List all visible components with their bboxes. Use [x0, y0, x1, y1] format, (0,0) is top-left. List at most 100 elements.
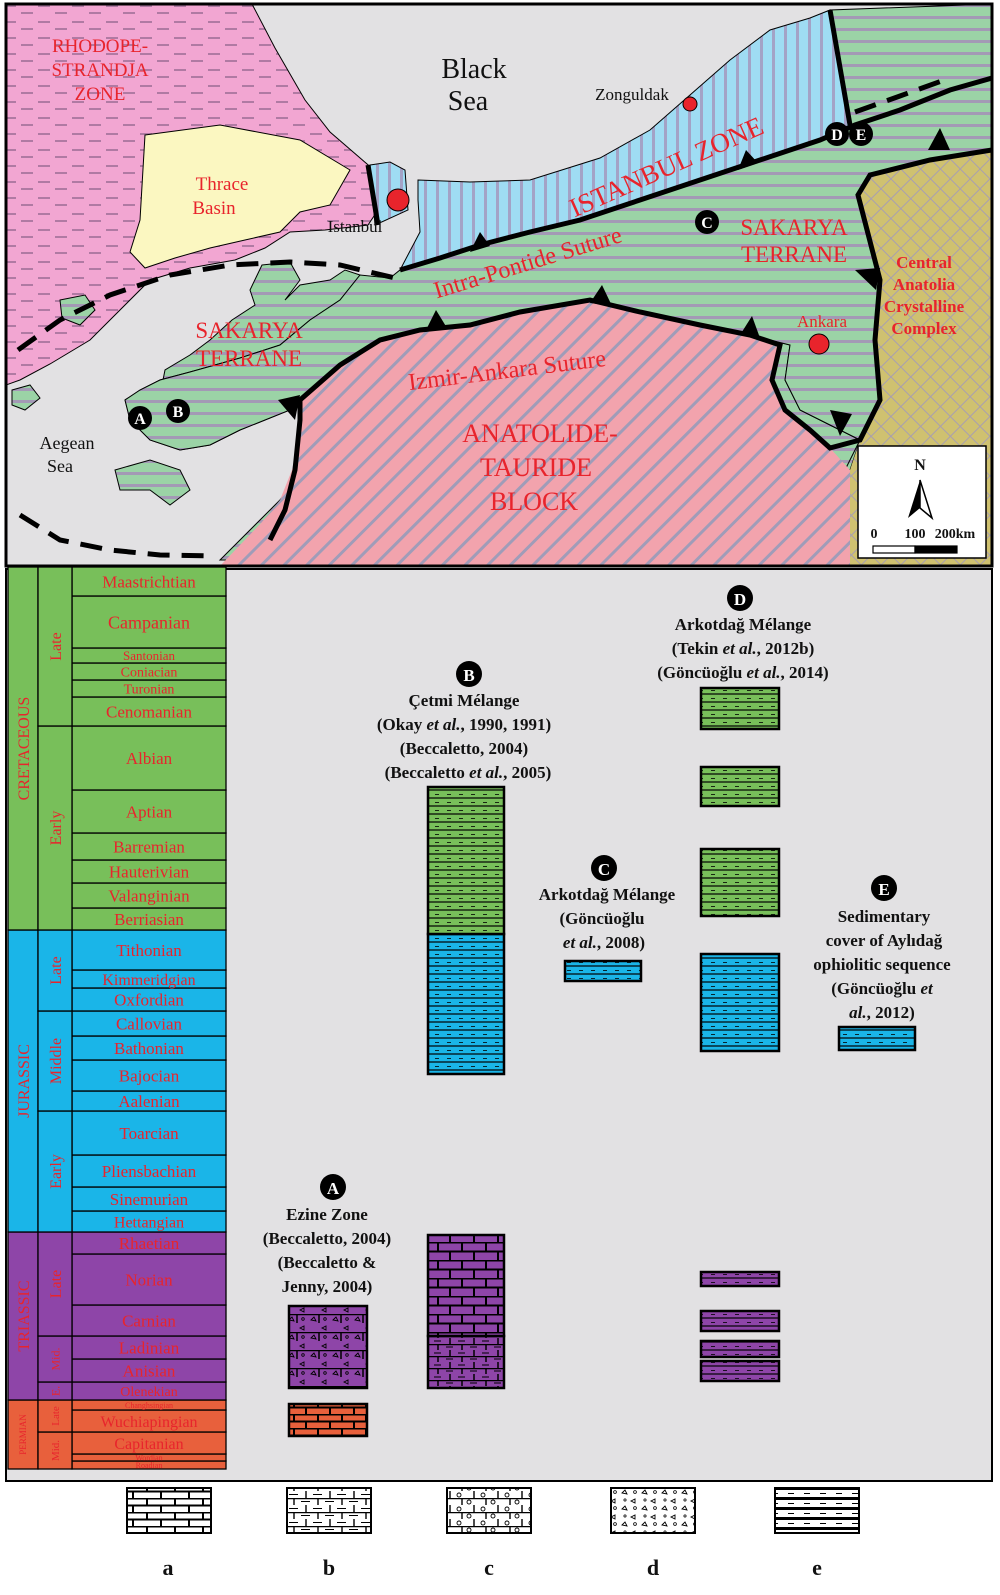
- rhodope-label-2: STRANDJA: [51, 60, 148, 81]
- svg-text:Rhaetian: Rhaetian: [119, 1234, 180, 1253]
- section-e-ref-2: al., 2012): [849, 1003, 915, 1022]
- svg-text:Early: Early: [48, 1154, 65, 1189]
- svg-text:Maastrichtian: Maastrichtian: [102, 573, 196, 592]
- stage-albian: Albian: [71, 725, 227, 791]
- stage-berriasian: Berriasian: [71, 907, 227, 931]
- column-b-triassic-upper: [426, 1233, 506, 1338]
- stage-maastrichtian: Maastrichtian: [71, 566, 227, 597]
- svg-text:E: E: [856, 127, 867, 144]
- sakarya-west-label-1: SAKARYA: [195, 318, 303, 343]
- stage-anisian: Anisian: [71, 1358, 227, 1383]
- section-a-title: Ezine Zone: [286, 1205, 368, 1224]
- column-d-triassic-4: [699, 1270, 781, 1288]
- svg-text:Wordian: Wordian: [135, 1453, 162, 1462]
- sakarya-west-label-2: TERRANE: [196, 346, 302, 371]
- caca-label-2: Anatolia: [893, 275, 956, 294]
- section-c-title: Arkotdağ Mélange: [539, 885, 676, 904]
- thrace-basin: [129, 124, 351, 269]
- sakarya-east-label-2: TERRANE: [741, 242, 847, 267]
- stage-hauterivian: Hauterivian: [71, 859, 227, 884]
- section-e-title-2: cover of Aylıdağ: [826, 931, 943, 950]
- svg-text:Turonian: Turonian: [124, 683, 175, 698]
- tectonic-map: RHODOPE- STRANDJA ZONE Black Sea Zonguld…: [6, 4, 992, 566]
- series-4: Late: [37, 1231, 73, 1337]
- svg-text:Bajocian: Bajocian: [119, 1067, 180, 1086]
- aegean-label-1: Aegean: [40, 433, 95, 453]
- column-a-permian-limestone: [287, 1402, 369, 1438]
- rhodope-label-1: RHODOPE-: [52, 36, 148, 57]
- ankara-label: Ankara: [797, 312, 847, 331]
- section-b-ref-2: (Beccaletto, 2004): [400, 739, 528, 758]
- legend-label-b: b: [323, 1555, 335, 1580]
- istanbul-city-label: Istanbul: [328, 217, 383, 236]
- stage-wordian: Wordian: [71, 1453, 227, 1462]
- aegean-label-2: Sea: [47, 456, 73, 476]
- svg-text:Ladinian: Ladinian: [119, 1339, 180, 1358]
- ankara-city-marker: [808, 333, 830, 355]
- section-a-ref-3: Jenny, 2004): [282, 1277, 373, 1296]
- istanbul-east-boundary: [827, 9, 853, 126]
- svg-text:Coniacian: Coniacian: [121, 666, 178, 681]
- caca-label-4: Complex: [891, 319, 957, 338]
- series-5: Early: [37, 1110, 73, 1233]
- svg-text:Oxfordian: Oxfordian: [114, 991, 184, 1010]
- zonguldak-city-marker: [682, 96, 698, 112]
- legend-swatch-e: [774, 1487, 860, 1534]
- section-columns: [287, 686, 917, 1438]
- map-marker-d: D: [825, 122, 849, 146]
- stage-capitanian: Capitanian: [71, 1431, 227, 1455]
- stage-olenekian: Olenekian: [71, 1381, 227, 1401]
- section-e-marker: [871, 875, 897, 901]
- section-b-ref-1: (Okay et al., 1990, 1991): [377, 715, 551, 734]
- section-a-heading: A Ezine Zone (Beccaletto, 2004) (Beccale…: [263, 1174, 391, 1296]
- column-b-jurassic: [426, 932, 506, 1076]
- stage-changhsingian: Changhsingian: [71, 1399, 227, 1411]
- anatolide-label-1: ANATOLIDE-: [462, 419, 618, 448]
- svg-text:Norian: Norian: [125, 1271, 173, 1290]
- stage-toarcian: Toarcian: [71, 1110, 227, 1156]
- system-cretaceous: CRETACEOUS: [7, 566, 39, 931]
- black-sea-label-1: Black: [441, 54, 506, 85]
- map-marker-a: A: [128, 406, 152, 430]
- map-marker-c: C: [695, 210, 719, 234]
- section-d-marker: [727, 585, 753, 611]
- svg-text:Cenomanian: Cenomanian: [106, 703, 192, 722]
- svg-text:Hauterivian: Hauterivian: [109, 863, 190, 882]
- stage-oxfordian: Oxfordian: [71, 987, 227, 1012]
- stage-barremian: Barremian: [71, 832, 227, 861]
- series-9: Late: [37, 566, 73, 727]
- svg-text:Campanian: Campanian: [108, 612, 190, 632]
- svg-text:Kimmeridgian: Kimmeridgian: [102, 972, 195, 989]
- stage-bathonian: Bathonian: [71, 1035, 227, 1061]
- svg-text:Anisian: Anisian: [123, 1362, 176, 1381]
- section-a-marker: [320, 1174, 346, 1200]
- map-marker-b: B: [166, 399, 190, 423]
- section-e-heading: E Sedimentary cover of Aylıdağ ophioliti…: [813, 875, 951, 1022]
- column-c-tithonian: [563, 959, 643, 983]
- section-c-marker: [591, 855, 617, 881]
- system-permian: PERMIAN: [7, 1399, 39, 1470]
- svg-text:C: C: [598, 860, 610, 879]
- svg-text:Aptian: Aptian: [126, 803, 173, 822]
- stage-kimmeridgian: Kimmeridgian: [71, 969, 227, 989]
- svg-text:Bathonian: Bathonian: [114, 1039, 184, 1058]
- scale-tick-100: 100: [905, 527, 926, 542]
- svg-text:Callovian: Callovian: [116, 1015, 183, 1034]
- stage-carnian: Carnian: [71, 1304, 227, 1337]
- svg-text:Santonian: Santonian: [123, 648, 175, 663]
- stage-bajocian: Bajocian: [71, 1059, 227, 1092]
- stage-callovian: Callovian: [71, 1010, 227, 1037]
- svg-text:Carnian: Carnian: [122, 1312, 176, 1331]
- column-d-triassic-2: [699, 1339, 781, 1359]
- svg-text:Capitanian: Capitanian: [114, 1436, 183, 1453]
- column-a-triassic-mixed: [287, 1304, 369, 1390]
- aegean-island-1: [11, 384, 41, 411]
- sakarya-east-label-1: SAKARYA: [740, 215, 848, 240]
- stage-sinemurian: Sinemurian: [71, 1186, 227, 1212]
- stage-pliensbachian: Pliensbachian: [71, 1154, 227, 1188]
- stage-campanian: Campanian: [71, 595, 227, 649]
- svg-text:Aalenian: Aalenian: [118, 1092, 180, 1111]
- section-b-ref-3: (Beccaletto et al., 2005): [385, 763, 552, 782]
- svg-text:E.: E.: [48, 1386, 62, 1396]
- section-e-ref-1: (Göncüoğlu et: [831, 979, 934, 998]
